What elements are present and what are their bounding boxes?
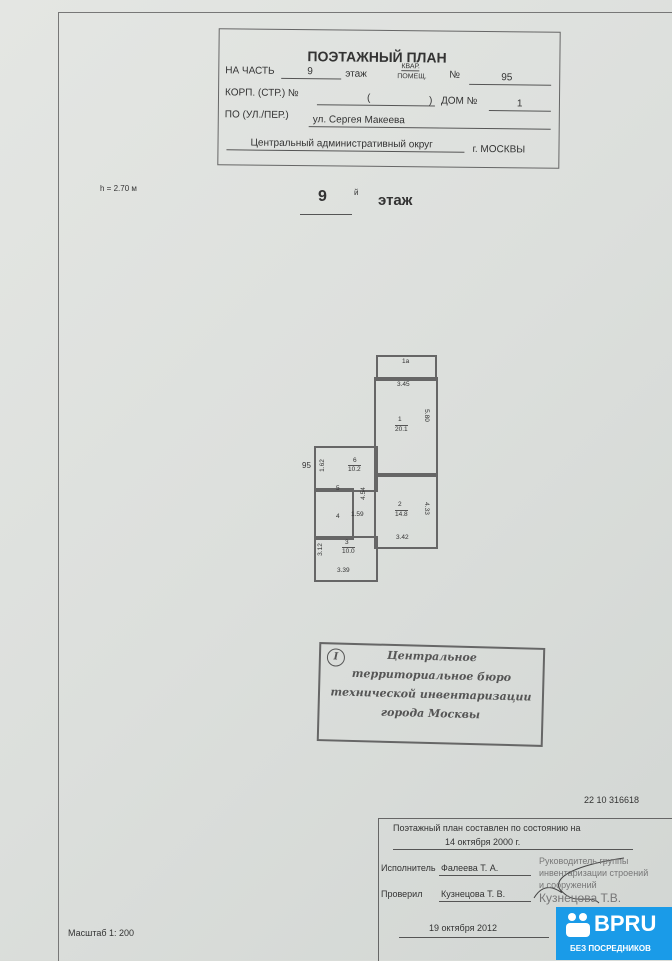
- dim-label: 3.12: [316, 543, 324, 556]
- house-number: 1: [516, 98, 523, 110]
- sign-date: 19 октября 2012: [429, 923, 498, 933]
- part-label: НА ЧАСТЬ: [225, 65, 275, 77]
- state-date: 14 октября 2000 г.: [445, 837, 521, 847]
- people-icon: [566, 913, 590, 939]
- room-area: 10.2: [348, 465, 361, 473]
- room-area: 14.8: [395, 510, 408, 518]
- district: Центральный административный округ: [250, 137, 433, 151]
- korp-paren-close: ): [428, 95, 433, 107]
- room-area: 10.0: [342, 547, 355, 555]
- checker-label: Проверил: [381, 889, 423, 899]
- floor-label: этаж: [345, 68, 367, 80]
- state-text: Поэтажный план составлен по состоянию на: [393, 823, 581, 833]
- dim-label: 4.33: [422, 502, 430, 515]
- house-label: ДОМ №: [440, 95, 478, 107]
- room-label: 3: [345, 539, 349, 546]
- apt-marker: 95: [302, 461, 311, 470]
- dim-label: 1.59: [351, 511, 364, 518]
- logo-name: BPRU: [594, 911, 657, 936]
- street-value: ул. Сергея Макеева: [312, 114, 405, 127]
- checker-name: Кузнецова Т. В.: [441, 889, 506, 899]
- group-leader-stamp: Руководитель группы инвентаризации строе…: [539, 855, 648, 905]
- city: г. МОСКВЫ: [472, 143, 526, 156]
- room-6: [314, 446, 378, 492]
- logo-tagline: БЕЗ ПОСРЕДНИКОВ: [570, 944, 651, 953]
- korp-label: КОРП. (СТР.) №: [224, 87, 299, 100]
- number-label: №: [449, 69, 461, 81]
- room-1: [374, 377, 438, 477]
- room-label: 4: [336, 513, 340, 520]
- room-label: 5: [336, 485, 340, 492]
- apt-label-top: КВАР.: [401, 63, 420, 72]
- room-2: [374, 473, 438, 549]
- header-title: ПОЭТАЖНЫЙ ПЛАН: [307, 48, 447, 66]
- stamp2-line: инвентаризации строений: [539, 868, 649, 878]
- dim-label: 3.39: [337, 567, 350, 574]
- page-frame: [58, 12, 672, 961]
- dim-label: 5.80: [422, 409, 430, 422]
- bpru-logo[interactable]: BPRU БЕЗ ПОСРЕДНИКОВ: [556, 907, 672, 960]
- floor-label-title: этаж: [378, 192, 413, 209]
- floor-suffix: й: [354, 188, 359, 197]
- executor-name: Фалеева Т. А.: [441, 863, 499, 873]
- korp-paren-open: (: [366, 92, 371, 104]
- doc-code: 22 10 316618: [584, 795, 640, 805]
- room-5-4: [314, 488, 354, 540]
- stamp2-line: и сооружений: [539, 880, 597, 890]
- bti-stamp: I Центральное территориальное бюро техни…: [316, 642, 546, 747]
- room-label: 1: [398, 416, 402, 423]
- stamp2-line: Руководитель группы: [539, 856, 629, 866]
- dim-label: 1.62: [318, 459, 326, 472]
- room-label: 1а: [402, 358, 410, 365]
- signature: [533, 857, 625, 904]
- ceiling-height: h = 2.70 м: [100, 184, 137, 193]
- stamp2-line: Кузнецова Т.В.: [539, 891, 622, 905]
- floor-number: 9: [318, 188, 327, 205]
- room-area: 20.1: [395, 425, 408, 433]
- dim-label: 3.45: [397, 381, 410, 388]
- room-label: 2: [398, 501, 402, 508]
- footer-block: Поэтажный план составлен по состоянию на…: [378, 818, 672, 961]
- room-1a: [376, 355, 437, 381]
- scale-label: Масштаб 1: 200: [68, 928, 135, 938]
- room-3: [314, 536, 378, 582]
- room-label: 6: [353, 457, 357, 464]
- floor-value: 9: [307, 66, 313, 78]
- apt-label-bottom: ПОМЕЩ.: [397, 73, 427, 81]
- executor-label: Исполнитель: [381, 863, 436, 873]
- header-block: ПОЭТАЖНЫЙ ПЛАН НА ЧАСТЬ 9 этаж КВАР. ПОМ…: [217, 28, 561, 169]
- dim-label: 4.54: [359, 487, 367, 500]
- street-label: ПО (УЛ./ПЕР.): [224, 109, 289, 121]
- apt-number: 95: [501, 72, 513, 84]
- dim-label: 3.42: [396, 534, 409, 541]
